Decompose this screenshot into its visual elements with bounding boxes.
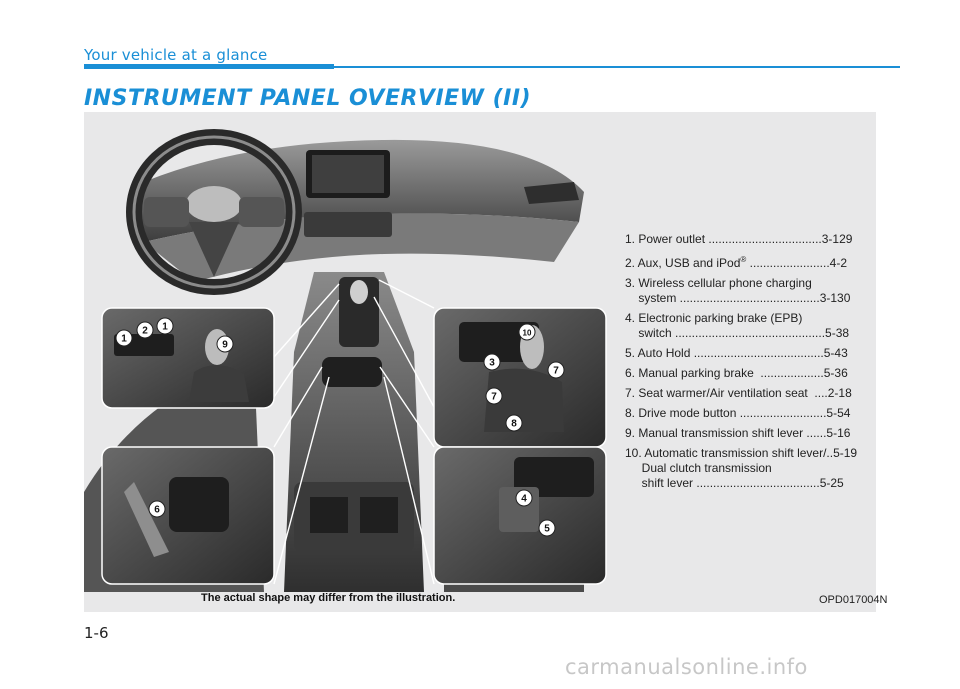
legend-item: 4. Electronic parking brake (EPB) switch…	[625, 311, 850, 340]
infotainment-screen	[304, 150, 392, 237]
legend-item: 5. Auto Hold ...........................…	[625, 346, 848, 360]
callout-label: 7	[553, 366, 559, 377]
callout-4: 4	[515, 489, 533, 507]
callout-label: 5	[544, 524, 550, 535]
legend-item: 9. Manual transmission shift lever .....…	[625, 426, 851, 440]
registered-mark: ®	[740, 255, 747, 264]
callout-3: 3	[483, 353, 501, 371]
callout-1: 1	[115, 329, 133, 347]
page-number: 1-6	[84, 624, 109, 642]
illustration-panel: 1 2 1 9 6 10 3 7 7 8 4 5 1. Power outlet ..........…	[84, 112, 888, 612]
callout-label: 3	[489, 358, 495, 369]
callout-label: 4	[521, 494, 527, 505]
watermark: carmanualsonline.info	[565, 655, 808, 679]
leader-lines	[273, 279, 435, 585]
callout-7: 7	[485, 387, 503, 405]
callout-8: 8	[505, 414, 523, 432]
steering-wheel	[126, 129, 302, 295]
callout-label: 2	[142, 326, 148, 337]
legend-list: 1. Power outlet ........................…	[625, 232, 865, 496]
callout-label: 1	[162, 322, 168, 333]
callout-label: 1	[121, 334, 127, 345]
callout-label: 6	[154, 505, 160, 516]
inset-automatic-shifter	[433, 307, 607, 448]
callout-10: 10	[518, 323, 536, 341]
figure-caption: The actual shape may differ from the ill…	[201, 592, 456, 604]
legend-item: 1. Power outlet ........................…	[625, 232, 853, 246]
callout-7: 7	[547, 361, 565, 379]
inset-manual-shifter	[101, 307, 275, 409]
figure-code: OPD017004N	[819, 594, 888, 606]
dashboard-illustration: 1 2 1 9 6 10 3 7 7 8 4 5	[84, 129, 607, 592]
legend-item-text: 2. Aux, USB and iPod	[625, 256, 741, 270]
legend-item: 10. Automatic transmission shift lever/.…	[625, 446, 858, 490]
callout-6: 6	[148, 500, 166, 518]
callout-9: 9	[216, 335, 234, 353]
callout-label: 7	[491, 392, 497, 403]
legend-item: 2. Aux, USB and iPod® ..................…	[625, 252, 865, 271]
legend-item: 6. Manual parking brake ................…	[625, 366, 848, 380]
legend-item-page: ........................4-2	[746, 256, 848, 270]
callout-label: 9	[222, 340, 228, 351]
section-rule-thick	[84, 64, 334, 69]
page-heading: INSTRUMENT PANEL OVERVIEW (II)	[84, 86, 532, 111]
section-title: Your vehicle at a glance	[84, 46, 268, 64]
section-rule-thin	[334, 66, 900, 68]
callout-1: 1	[156, 317, 174, 335]
callout-markers: 1 2 1 9 6 10 3 7 7 8 4 5	[115, 317, 565, 537]
callout-label: 8	[511, 419, 517, 430]
inset-epb-autohold	[433, 446, 607, 585]
callout-label: 10	[523, 329, 532, 338]
center-console	[284, 272, 424, 592]
callout-5: 5	[538, 519, 556, 537]
legend-item: 7. Seat warmer/Air ventilation seat ....…	[625, 386, 852, 400]
inset-manual-parking-brake	[101, 446, 275, 585]
legend-item: 3. Wireless cellular phone charging syst…	[625, 276, 851, 305]
callout-2: 2	[136, 321, 154, 339]
legend-item: 8. Drive mode button ...................…	[625, 406, 851, 420]
